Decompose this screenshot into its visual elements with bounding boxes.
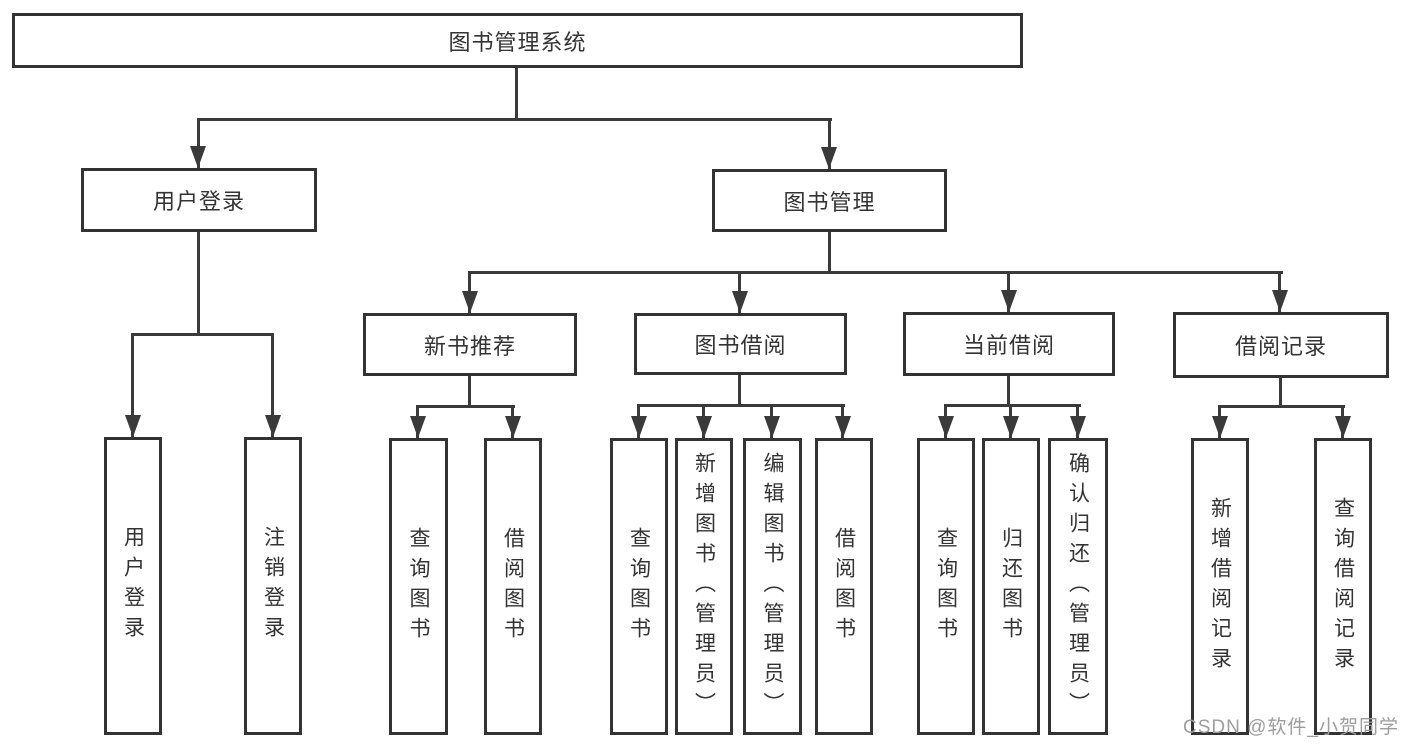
csdn-watermark: CSDN @软件_小贺同学: [1183, 717, 1399, 738]
leaf-label: 用户登录: [121, 526, 145, 646]
arrowhead-down-icon: [125, 415, 141, 437]
node-new-book-recommend: 新书推荐: [363, 313, 577, 376]
arrowhead-down-icon: [696, 416, 712, 438]
node-book-borrow: 图书借阅: [634, 313, 847, 375]
connector-current-borrow-rail: [944, 404, 1081, 407]
node-label: 图书管理: [783, 189, 876, 215]
leaf-label: 借阅图书: [501, 526, 525, 647]
node-book-management: 图书管理: [712, 169, 947, 232]
arrowhead-down-icon: [1001, 290, 1017, 312]
connector-book-management-stem: [828, 232, 831, 273]
arrowhead-down-icon: [1070, 416, 1086, 438]
node-borrow-records: 借阅记录: [1173, 312, 1389, 378]
leaf-borrow-books: 借阅图书: [815, 438, 873, 735]
leaf-label: 查询图书: [934, 526, 958, 647]
node-label: 借阅记录: [1234, 334, 1327, 359]
node-label: 当前借阅: [962, 333, 1055, 358]
node-user-login: 用户登录: [81, 168, 317, 232]
connector-new-book-stem: [468, 376, 471, 407]
arrowhead-down-icon: [505, 416, 521, 438]
arrowhead-down-icon: [1003, 416, 1019, 438]
connector-drop-leaf-login: [131, 333, 134, 437]
leaf-return-books: 归还图书: [982, 438, 1040, 735]
arrowhead-down-icon: [1272, 290, 1288, 312]
leaf-label: 查询图书: [407, 526, 430, 647]
connector-user-login-rail: [131, 333, 274, 336]
leaf-add-books-admin: 新增图书（管理员）: [675, 438, 733, 735]
leaf-label: 新增图书（管理员）: [692, 451, 716, 722]
leaf-confirm-return-admin: 确认归还（管理员）: [1048, 438, 1108, 735]
node-current-borrow: 当前借阅: [903, 312, 1115, 376]
node-root-system: 图书管理系统: [12, 13, 1023, 68]
connector-drop-book-management: [828, 118, 831, 169]
leaf-edit-books-admin: 编辑图书（管理员）: [743, 438, 802, 735]
connector-drop-leaf-logout: [271, 333, 274, 437]
arrowhead-down-icon: [190, 146, 206, 168]
leaf-label: 编辑图书（管理员）: [761, 451, 784, 722]
leaf-query-books: 查询图书: [389, 438, 448, 735]
arrowhead-down-icon: [732, 291, 748, 313]
connector-book-borrow-rail: [637, 404, 845, 407]
arrowhead-down-icon: [462, 291, 478, 313]
leaf-borrow-books: 借阅图书: [484, 438, 542, 735]
connector-current-borrow-stem: [1007, 376, 1010, 406]
leaf-label: 查询借阅记录: [1331, 496, 1355, 677]
leaf-user-login: 用户登录: [104, 437, 162, 735]
leaf-label: 借阅图书: [832, 526, 856, 647]
leaf-query-borrow-record: 查询借阅记录: [1314, 438, 1372, 735]
connector-borrow-records-rail: [1218, 405, 1345, 408]
leaf-label: 归还图书: [999, 526, 1023, 647]
arrowhead-down-icon: [821, 147, 837, 169]
leaf-add-borrow-record: 新增借阅记录: [1191, 438, 1249, 735]
connector-root-stem: [515, 68, 518, 120]
arrowhead-down-icon: [1335, 416, 1351, 438]
node-label: 新书推荐: [423, 333, 516, 359]
leaf-query-books: 查询图书: [610, 438, 668, 735]
connector-book-borrow-stem: [738, 375, 741, 406]
leaf-label: 新增借阅记录: [1208, 496, 1232, 677]
leaf-label: 确认归还（管理员）: [1066, 451, 1090, 722]
leaf-label: 注销登录: [261, 526, 285, 646]
node-label: 图书借阅: [694, 333, 787, 358]
arrowhead-down-icon: [764, 416, 780, 438]
connector-user-login-stem: [197, 232, 200, 335]
connector-new-book-rail: [416, 405, 515, 408]
arrowhead-down-icon: [835, 416, 851, 438]
connector-book-management-rail: [468, 271, 1283, 274]
node-label: 用户登录: [152, 189, 245, 214]
node-label: 图书管理系统: [448, 29, 587, 55]
leaf-query-books: 查询图书: [917, 438, 975, 735]
arrowhead-down-icon: [265, 415, 281, 437]
arrowhead-down-icon: [631, 416, 647, 438]
connector-borrow-records-stem: [1279, 378, 1282, 407]
arrowhead-down-icon: [938, 416, 954, 438]
leaf-label: 查询图书: [627, 526, 651, 647]
connector-root-rail: [197, 118, 832, 121]
leaf-logout: 注销登录: [244, 437, 302, 735]
connector-drop-user-login: [197, 118, 200, 168]
arrowhead-down-icon: [410, 416, 426, 438]
arrowhead-down-icon: [1212, 416, 1228, 438]
